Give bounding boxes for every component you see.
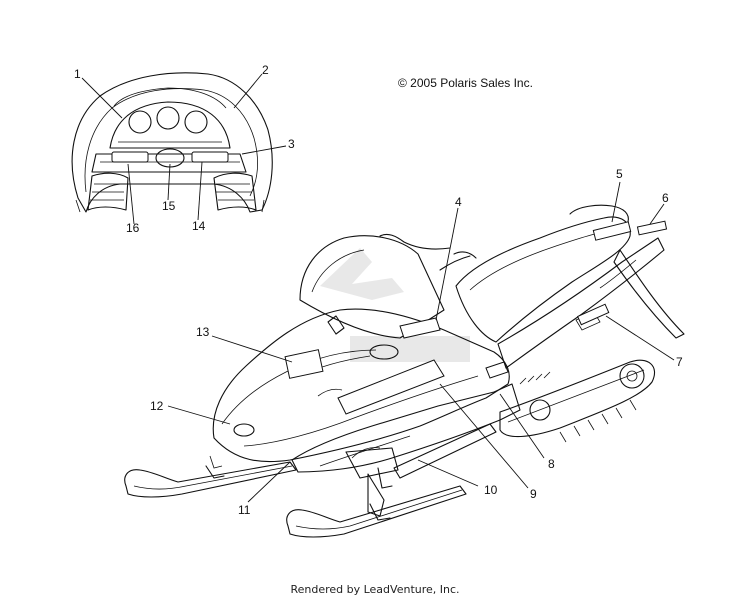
footer-credit: Rendered by LeadVenture, Inc. [290, 583, 460, 596]
callout-3: 3 [288, 137, 295, 151]
hood-inset-drawing [71, 72, 273, 213]
decal-13 [284, 349, 324, 379]
decal-4-area [399, 317, 441, 339]
copyright-text: © 2005 Polaris Sales Inc. [398, 76, 533, 90]
callout-8: 8 [548, 457, 555, 471]
main-leader-lines [167, 181, 675, 503]
decal-6 [636, 220, 668, 236]
callout-10: 10 [484, 483, 498, 497]
callout-12: 12 [150, 399, 164, 413]
decal-5 [592, 221, 632, 241]
callout-14: 14 [192, 219, 206, 233]
decal-9-area [337, 359, 445, 415]
callout-16: 16 [126, 221, 140, 235]
callout-7: 7 [676, 355, 683, 369]
inset-leader-lines [81, 73, 287, 225]
callout-9: 9 [530, 487, 537, 501]
callout-5: 5 [616, 167, 623, 181]
callout-4: 4 [455, 195, 462, 209]
decal-7 [577, 303, 610, 326]
snowmobile-drawing [124, 204, 685, 538]
callout-15: 15 [162, 199, 176, 213]
callout-labels: 1 2 3 4 5 6 7 8 9 10 11 12 13 14 15 16 [74, 63, 683, 517]
callout-1: 1 [74, 67, 81, 81]
callout-11: 11 [238, 503, 251, 517]
callout-13: 13 [196, 325, 210, 339]
callout-2: 2 [262, 63, 269, 77]
callout-6: 6 [662, 191, 669, 205]
